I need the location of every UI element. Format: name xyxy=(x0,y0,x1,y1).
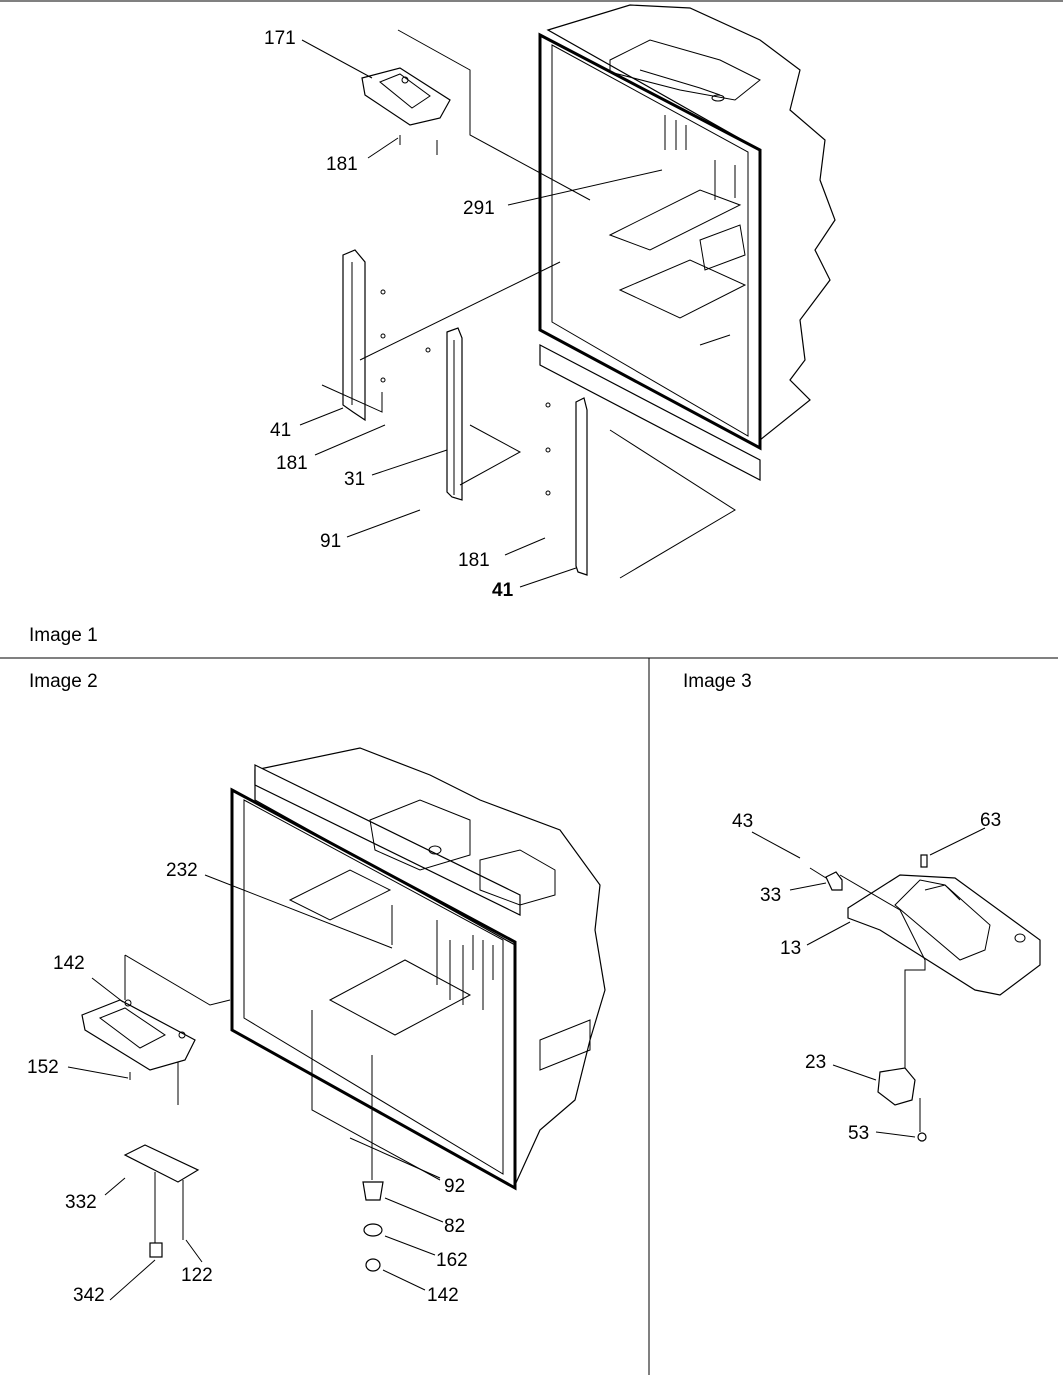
part-162-ring xyxy=(363,1223,383,1237)
callout-181-top: 181 xyxy=(326,154,358,175)
part-171-bracket xyxy=(361,67,451,126)
callout-181-mid: 181 xyxy=(276,453,308,474)
image-3-callouts: 43 63 33 13 23 53 xyxy=(732,810,1001,1144)
part-332-plate xyxy=(123,1144,200,1183)
callout-41-left: 41 xyxy=(270,420,291,441)
part-33-switch xyxy=(825,871,843,891)
part-41-rail-left xyxy=(342,249,366,422)
callout-162: 162 xyxy=(436,1250,468,1271)
cabinet-outer-shell xyxy=(546,4,836,442)
callout-41-right: 41 xyxy=(492,580,514,601)
callout-122: 122 xyxy=(181,1265,213,1286)
part-342-connector xyxy=(149,1242,163,1258)
callout-142-bottom: 142 xyxy=(427,1285,459,1306)
image-3-caption: Image 3 xyxy=(683,671,752,692)
callout-13: 13 xyxy=(780,938,801,959)
image-1-drawing xyxy=(299,4,836,588)
ceiling-screws-2 xyxy=(391,905,494,1010)
callout-332: 332 xyxy=(65,1192,97,1213)
part-41-rail-right xyxy=(575,397,588,576)
bottom-strip xyxy=(539,344,761,481)
callout-232: 232 xyxy=(166,860,198,881)
top-rail-2 xyxy=(254,764,521,916)
callout-152: 152 xyxy=(27,1057,59,1078)
ceiling-screws xyxy=(664,115,736,200)
part-23-lamp-socket xyxy=(877,1067,916,1106)
callout-82: 82 xyxy=(444,1216,465,1237)
callout-181-bottom: 181 xyxy=(458,550,490,571)
image-3-drawing xyxy=(751,827,1041,1142)
callout-92: 92 xyxy=(444,1176,465,1197)
cabinet-front-frame xyxy=(538,32,762,451)
callout-53: 53 xyxy=(848,1123,869,1144)
image-2-drawing xyxy=(67,747,606,1301)
cabinet-shell-2 xyxy=(254,747,606,1186)
callout-63: 63 xyxy=(980,810,1001,831)
part-63-pin xyxy=(920,854,928,868)
part-13-light-cover xyxy=(847,874,1041,996)
cabinet-front-frame-2 xyxy=(230,787,517,1191)
callout-91: 91 xyxy=(320,531,341,552)
image-2-callouts: 232 142 152 92 82 162 142 332 342 122 xyxy=(27,860,468,1306)
image-1-caption: Image 1 xyxy=(29,625,98,646)
callout-33: 33 xyxy=(760,885,781,906)
part-53-screw xyxy=(917,1132,927,1142)
image-1-callouts: 171 181 291 41 181 31 91 181 41 xyxy=(264,28,514,601)
callout-31: 31 xyxy=(344,469,365,490)
callout-23: 23 xyxy=(805,1052,826,1073)
callout-142-top: 142 xyxy=(53,953,85,974)
callout-342: 342 xyxy=(73,1285,105,1306)
callout-291: 291 xyxy=(463,198,495,219)
callout-171: 171 xyxy=(264,28,296,49)
rail-screws xyxy=(380,289,551,496)
part-142-cap xyxy=(365,1258,381,1272)
image-2-caption: Image 2 xyxy=(29,671,98,692)
cabinet-inner-frame xyxy=(551,44,749,437)
part-82-drain-fitting xyxy=(362,1181,384,1201)
part-142-bracket xyxy=(81,999,196,1071)
callout-43: 43 xyxy=(732,811,753,832)
